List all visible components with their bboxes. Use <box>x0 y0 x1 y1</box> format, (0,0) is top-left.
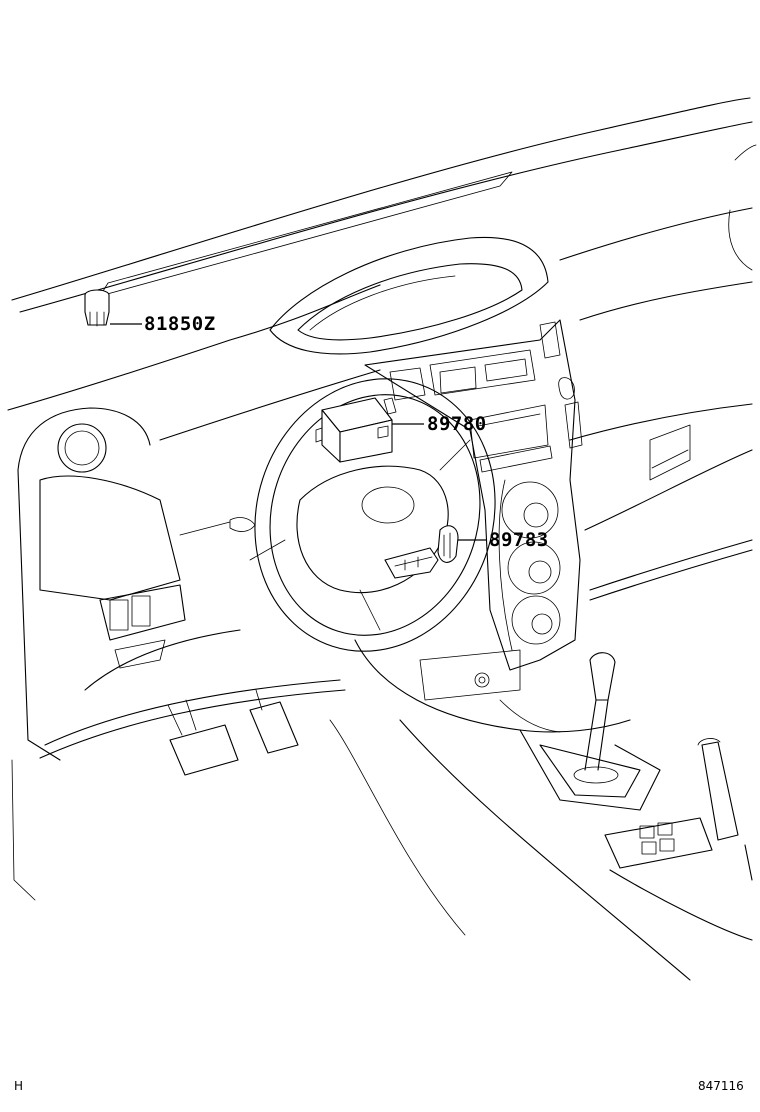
callout-81850z: 81850Z <box>144 313 216 335</box>
dashboard-surface <box>7 207 753 601</box>
callout-89780: 89780 <box>427 413 487 435</box>
part-89783-sensor <box>384 525 459 579</box>
steering-wheel <box>179 378 496 652</box>
left-dash-panel <box>11 407 346 901</box>
callout-89783: 89783 <box>489 529 549 551</box>
part-89780-module <box>315 397 397 463</box>
windshield-edge <box>11 97 757 313</box>
center-console <box>354 639 753 981</box>
cluster-hood <box>269 236 549 355</box>
leader-lines <box>110 323 486 541</box>
pedals <box>167 689 466 936</box>
figure-number: 847116 <box>698 1079 744 1093</box>
footer-left-code: H <box>14 1079 24 1093</box>
center-stack <box>364 319 583 701</box>
part-81850z-clip <box>84 289 110 327</box>
